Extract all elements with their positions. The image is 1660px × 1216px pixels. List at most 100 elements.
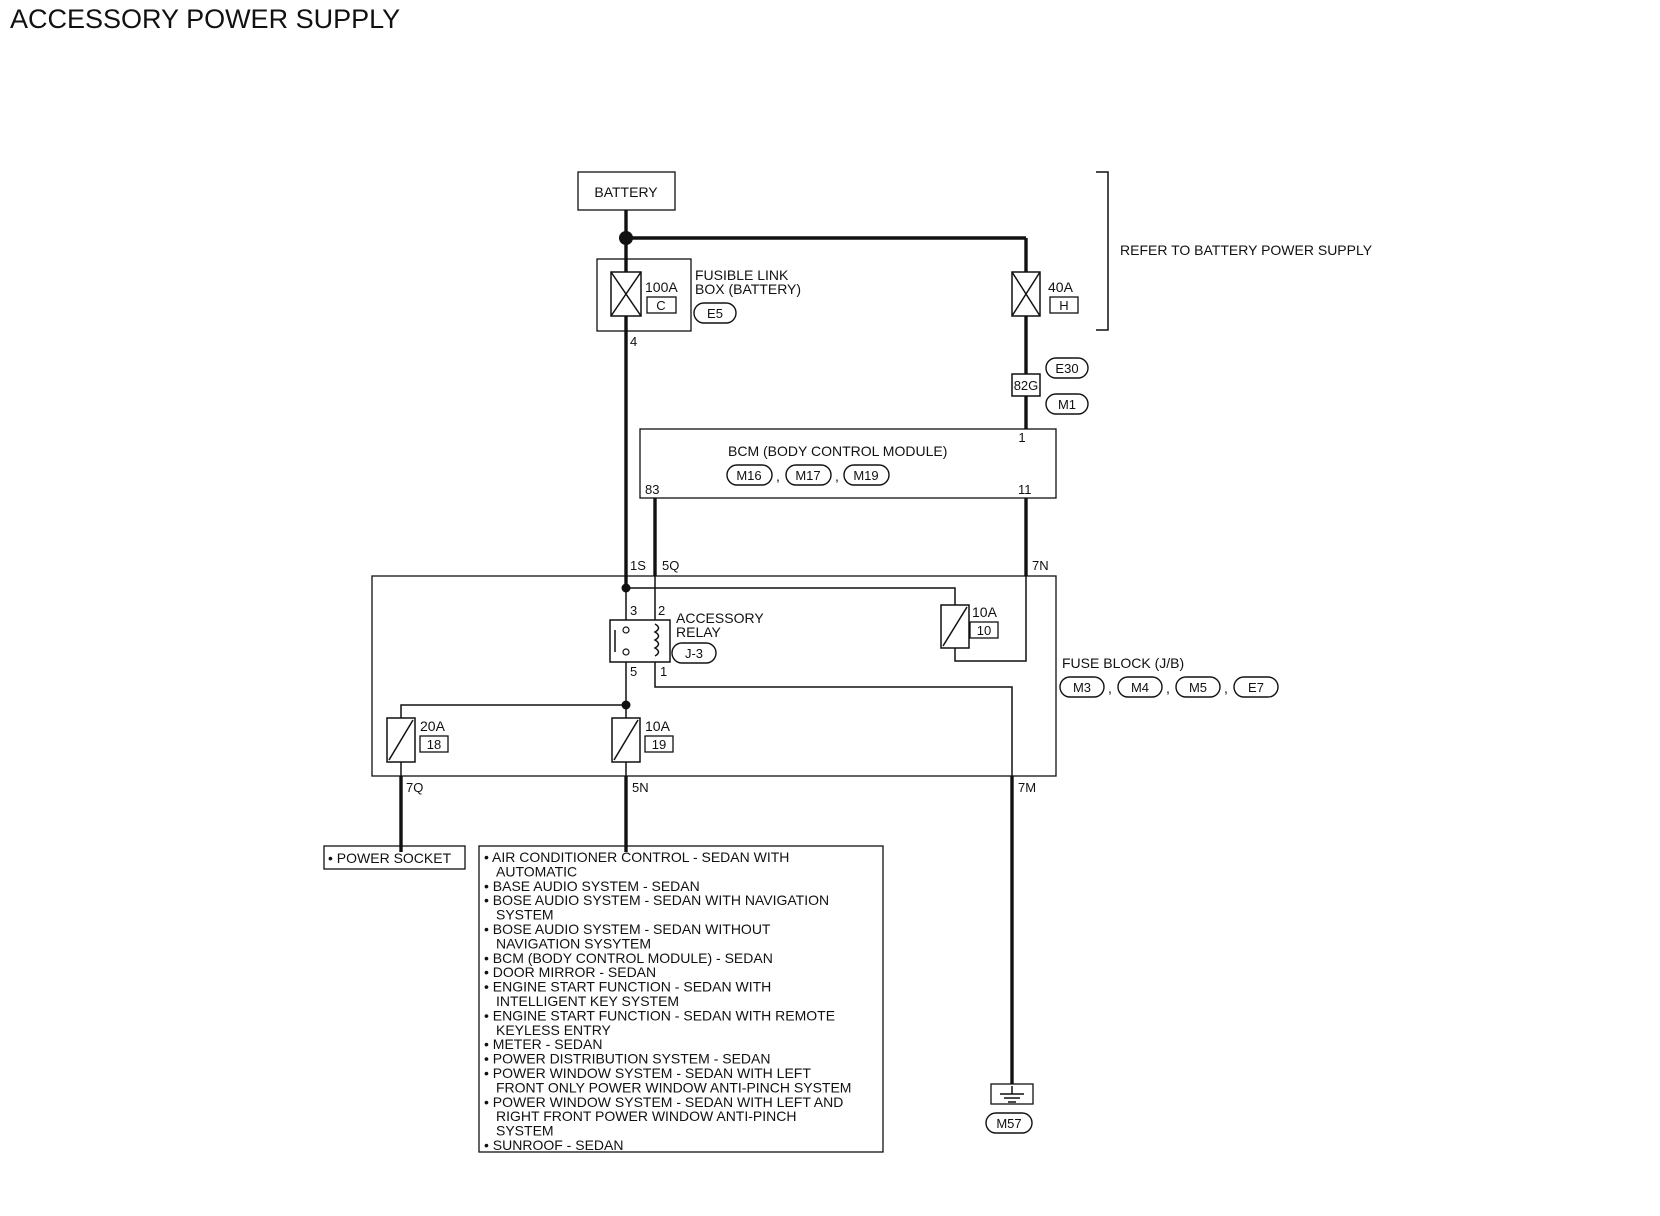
pin-7m: 7M	[1018, 780, 1036, 795]
connector-j3-oval	[671, 642, 717, 664]
fuse-block-box	[371, 575, 1057, 777]
relay-label-2: RELAY	[676, 624, 722, 640]
load-item-line: INTELLIGENT KEY SYSTEM	[496, 993, 679, 1009]
fuse-40a-rating: 40A	[1048, 279, 1074, 295]
connector-e5: E5	[707, 306, 723, 321]
connector-m4: M4	[1131, 680, 1149, 695]
bcm-box	[639, 428, 1057, 499]
joint-connector: 82G E30 M1	[1011, 357, 1089, 415]
connector-j3: J-3	[685, 646, 703, 661]
relay-pin-2: 2	[658, 603, 665, 618]
fuse-19-slash	[613, 719, 639, 761]
pin-5n: 5N	[632, 780, 649, 795]
load-item-line: • METER - SEDAN	[484, 1036, 602, 1052]
load-item-line: FRONT ONLY POWER WINDOW ANTI-PINCH SYSTE…	[496, 1079, 851, 1095]
battery-label: BATTERY	[594, 184, 658, 200]
connector-e5-oval	[693, 302, 737, 324]
load-item-line: • ENGINE START FUNCTION - SEDAN WITH	[484, 979, 771, 995]
int-relay5-to-fuse18	[400, 704, 626, 718]
fuse-40a: 40A H	[1011, 271, 1079, 317]
load-item-line: • BCM (BODY CONTROL MODULE) - SEDAN	[484, 950, 773, 966]
connector-m3-oval	[1059, 676, 1105, 698]
connector-m1: M1	[1058, 397, 1076, 412]
connector-m19-oval	[843, 464, 890, 486]
load-item-line: • BOSE AUDIO SYSTEM - SEDAN WITH NAVIGAT…	[484, 892, 829, 908]
load-item-line: • DOOR MIRROR - SEDAN	[484, 964, 656, 980]
pin-5q: 5Q	[662, 558, 679, 573]
joint-82g-box	[1011, 373, 1041, 397]
relay-pin-3: 3	[630, 603, 637, 618]
connector-m19: M19	[853, 468, 878, 483]
refer-note: REFER TO BATTERY POWER SUPPLY	[1120, 242, 1373, 258]
page-title: ACCESSORY POWER SUPPLY	[10, 4, 400, 34]
int-fuse10-to-7n	[954, 576, 1027, 662]
relay-pin-5: 5	[630, 664, 637, 679]
relay-pin-1: 1	[660, 664, 667, 679]
load-item-line: AUTOMATIC	[496, 863, 577, 879]
junction-dot-1s	[621, 583, 631, 593]
junction-dot-relay-out	[621, 700, 631, 710]
bcm-pin-11: 11	[1018, 482, 1032, 497]
bcm-label: BCM (BODY CONTROL MODULE)	[728, 443, 947, 459]
bracket-line	[1096, 171, 1109, 331]
fusible-link-label-2: BOX (BATTERY)	[695, 281, 801, 297]
fuse-40a-cross-2	[1011, 271, 1041, 317]
connector-e7: E7	[1248, 680, 1264, 695]
fuse-10a-10: 10A 10	[940, 604, 999, 649]
fuse-20a-18: 20A 18	[386, 717, 449, 763]
junction-dot-battery	[619, 231, 633, 245]
fuse-10-rating: 10A	[972, 604, 998, 620]
fusible-link-box: 100A C FUSIBLE LINK BOX (BATTERY) E5 4	[596, 258, 801, 349]
power-socket-box	[323, 845, 466, 870]
load-item-line: • POWER WINDOW SYSTEM - SEDAN WITH LEFT	[484, 1065, 811, 1081]
fuse-block-label: FUSE BLOCK (J/B)	[1062, 655, 1184, 671]
int-1s-to-fuse10	[626, 587, 956, 605]
fuse-19-id: 19	[652, 737, 666, 752]
wires	[399, 210, 1028, 1090]
load-list-box	[478, 845, 884, 1153]
connector-m17-oval	[785, 464, 832, 486]
connector-m1-oval	[1045, 393, 1089, 415]
load-item-line: SYSTEM	[496, 1123, 554, 1139]
load-list: • AIR CONDITIONER CONTROL - SEDAN WITHAU…	[478, 845, 884, 1153]
connector-e30-oval	[1045, 357, 1089, 379]
fuse-18-id-box	[419, 735, 449, 753]
fuse-18-rating: 20A	[420, 718, 446, 734]
ground-m57: M57	[985, 1083, 1034, 1134]
refer-bracket: REFER TO BATTERY POWER SUPPLY	[1096, 171, 1373, 331]
battery: BATTERY	[577, 171, 676, 211]
fuse-10-slash	[942, 606, 968, 647]
fuse-100a-id: C	[656, 298, 665, 313]
fuse-10-id: 10	[977, 623, 991, 638]
relay-box	[609, 619, 671, 663]
fuse-19-id-box	[644, 735, 674, 753]
connector-e7-oval	[1233, 676, 1279, 698]
fb-comma-3: ,	[1224, 680, 1228, 696]
bcm-pin-83: 83	[645, 482, 659, 497]
fb-comma-1: ,	[1108, 680, 1112, 696]
fb-comma-2: ,	[1166, 680, 1170, 696]
fusible-link-outline	[596, 258, 692, 332]
pin-4: 4	[630, 334, 637, 349]
load-item-line: SYSTEM	[496, 907, 554, 923]
load-item-line: • BOSE AUDIO SYSTEM - SEDAN WITHOUT	[484, 921, 771, 937]
connector-m17: M17	[795, 468, 820, 483]
load-item-line: • POWER DISTRIBUTION SYSTEM - SEDAN	[484, 1051, 770, 1067]
load-lines: • AIR CONDITIONER CONTROL - SEDAN WITHAU…	[484, 849, 851, 1153]
power-socket: • POWER SOCKET	[323, 845, 466, 870]
fuse-18-id: 18	[427, 737, 441, 752]
connector-m5: M5	[1189, 680, 1207, 695]
connector-e30: E30	[1055, 361, 1078, 376]
bcm-comma-2: ,	[835, 468, 839, 484]
connector-m16: M16	[736, 468, 761, 483]
bcm-pin-1: 1	[1018, 430, 1025, 445]
connector-m16-oval	[726, 464, 773, 486]
load-item-line: NAVIGATION SYSYTEM	[496, 935, 651, 951]
load-item-line: • ENGINE START FUNCTION - SEDAN WITH REM…	[484, 1007, 835, 1023]
fusible-link-label-1: FUSIBLE LINK	[695, 267, 789, 283]
load-item-line: KEYLESS ENTRY	[496, 1022, 612, 1038]
load-item-line: • BASE AUDIO SYSTEM - SEDAN	[484, 878, 700, 894]
accessory-relay: 3 2 5 1 ACCESSORY RELAY J-3	[609, 603, 764, 679]
relay-contact-top	[622, 626, 630, 634]
